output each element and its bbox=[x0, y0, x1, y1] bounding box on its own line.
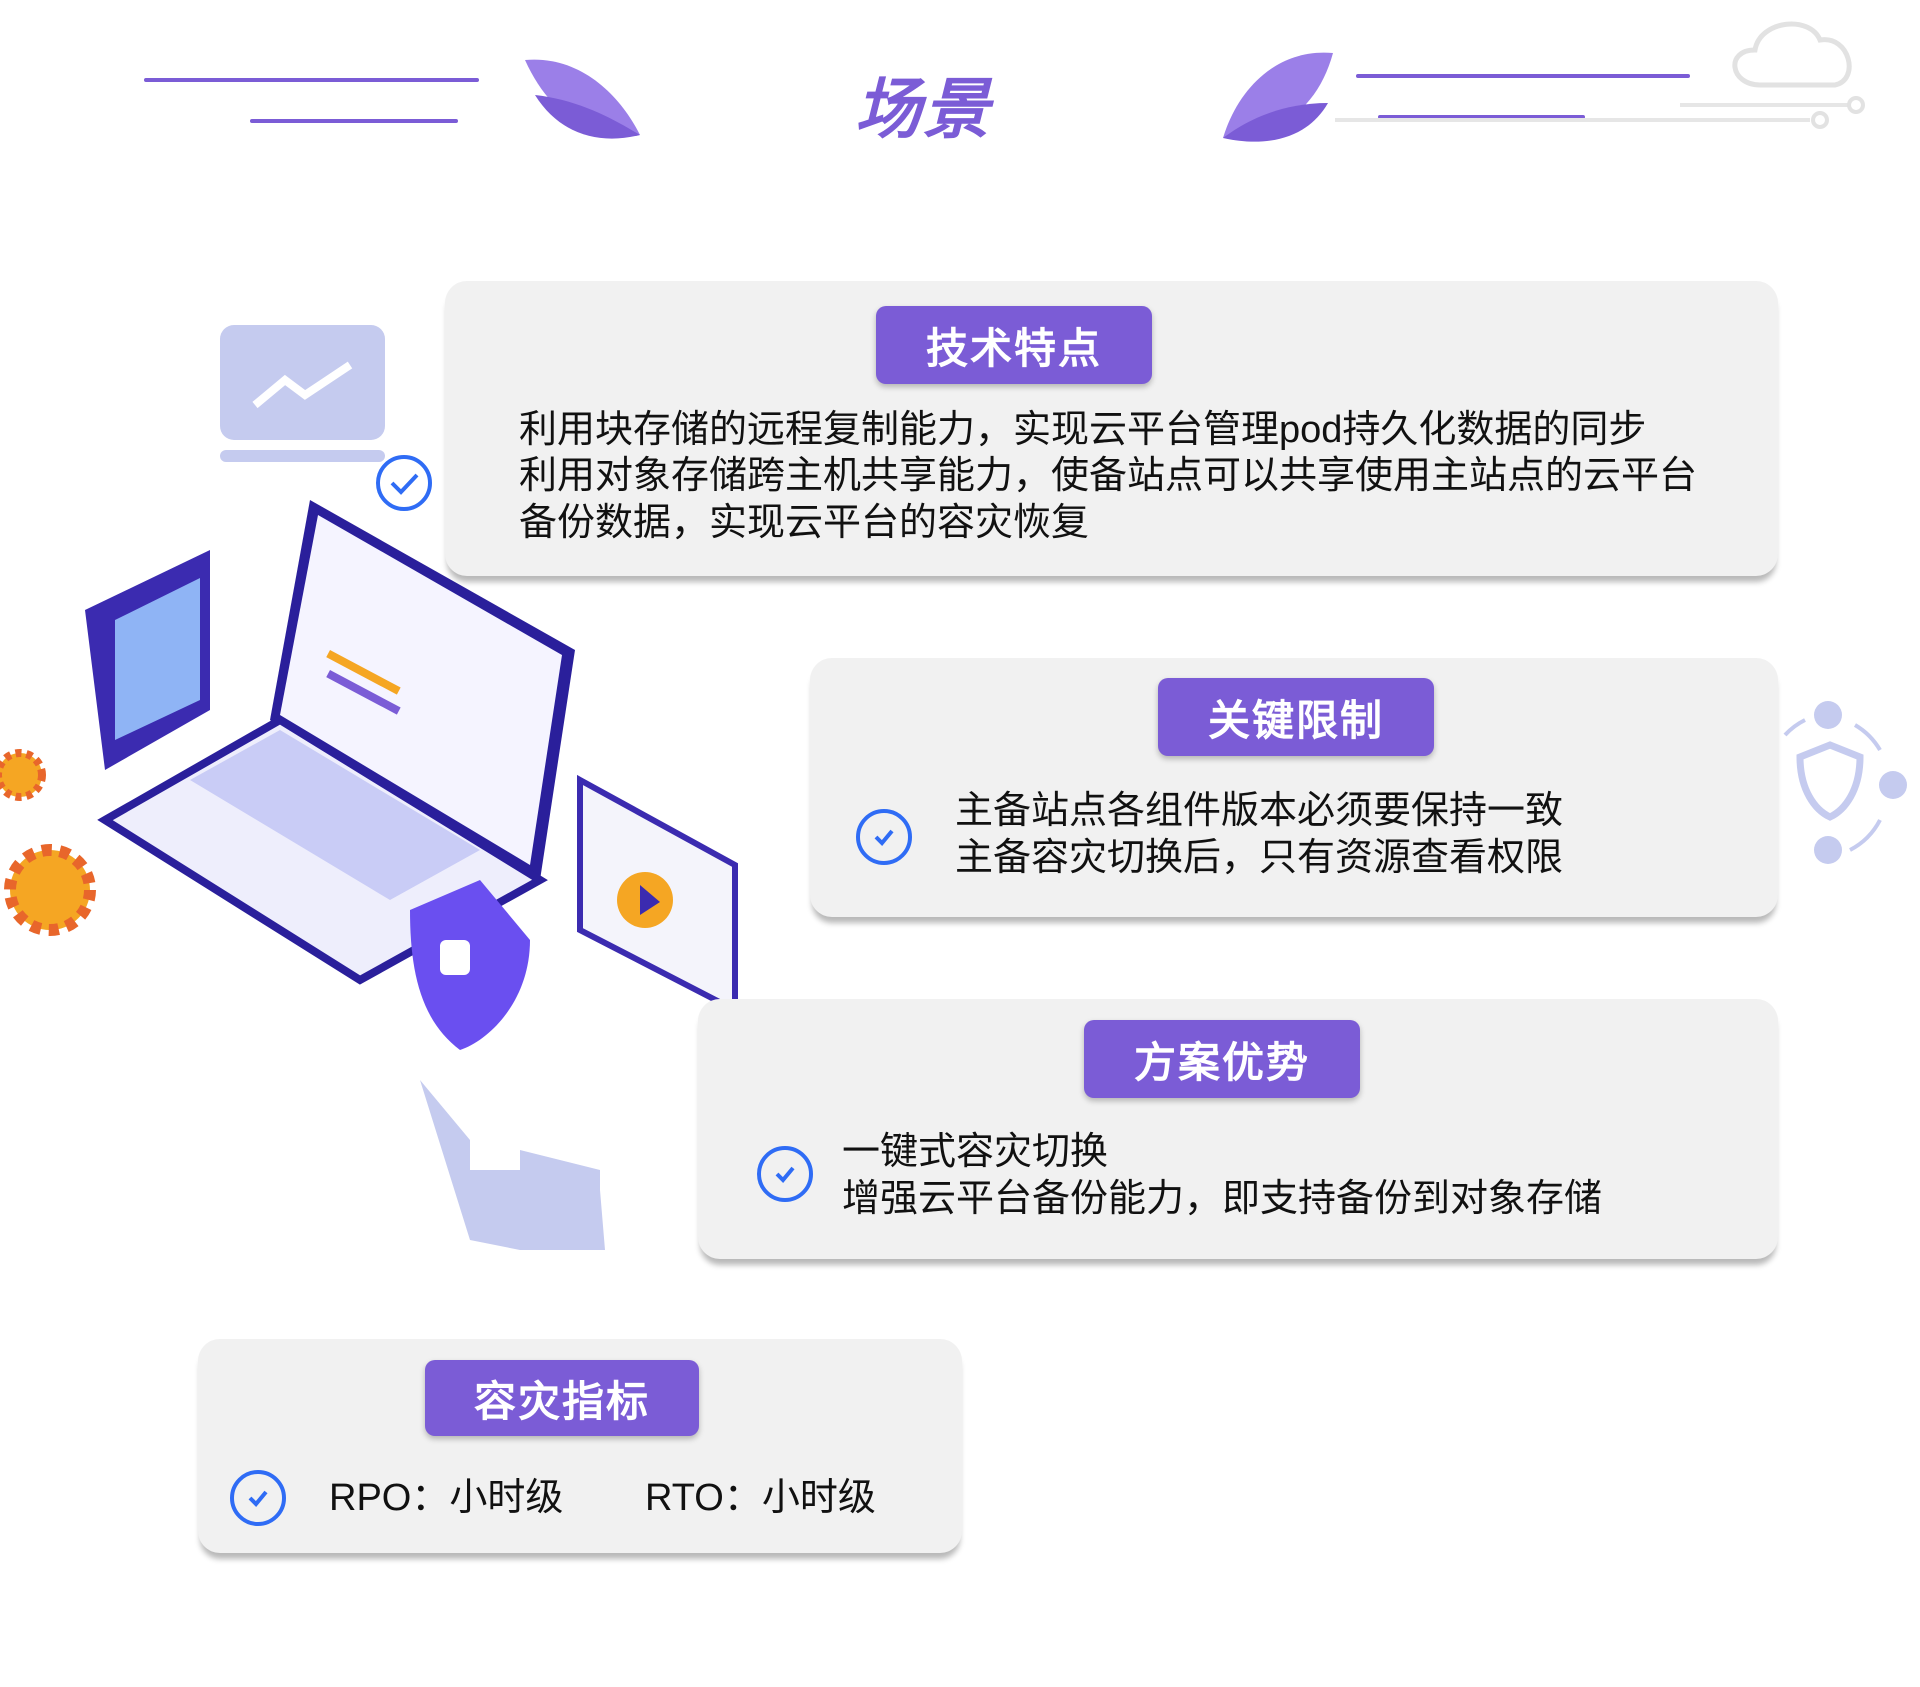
decor-line bbox=[144, 78, 479, 82]
check-circle-icon bbox=[856, 809, 912, 865]
rto-metric: RTO：小时级 bbox=[645, 1475, 876, 1522]
rpo-value: 小时级 bbox=[449, 1477, 564, 1519]
check-circle-icon bbox=[230, 1470, 286, 1526]
decor-line bbox=[250, 119, 458, 123]
dr-metrics-badge: 容灾指标 bbox=[425, 1360, 699, 1436]
leaf-icon bbox=[1223, 52, 1333, 142]
check-circle-icon bbox=[757, 1146, 813, 1202]
feature-line: 备份数据，实现云平台的容灾恢复 bbox=[519, 502, 1090, 544]
rpo-label: RPO： bbox=[329, 1477, 450, 1519]
tech-features-badge: 技术特点 bbox=[876, 306, 1152, 384]
feature-line: 利用块存储的远程复制能力，实现云平台管理pod持久化数据的同步 bbox=[519, 409, 1647, 451]
rpo-metric: RPO：小时级 bbox=[329, 1475, 563, 1522]
decor-line bbox=[1378, 115, 1585, 119]
rto-value: 小时级 bbox=[761, 1477, 876, 1519]
feature-line: 利用对象存储跨主机共享能力，使备站点可以共享使用主站点的云平台 bbox=[519, 455, 1698, 497]
key-limits-badge: 关键限制 bbox=[1158, 678, 1434, 756]
page-title: 场景 bbox=[855, 72, 991, 146]
advantages-badge: 方案优势 bbox=[1084, 1020, 1360, 1098]
shield-cycle-icon bbox=[1783, 701, 1907, 864]
decor-line bbox=[1356, 74, 1690, 78]
advantage-line: 一键式容灾切换 bbox=[842, 1131, 1109, 1173]
laptop-illustration bbox=[0, 325, 738, 1250]
leaf-icon bbox=[525, 59, 640, 139]
check-circle-icon bbox=[376, 455, 432, 511]
advantage-line: 增强云平台备份能力，即支持备份到对象存储 bbox=[842, 1178, 1603, 1220]
limit-line: 主备容灾切换后，只有资源查看权限 bbox=[955, 837, 1564, 879]
cloud-network-icon bbox=[1335, 21, 1865, 129]
rto-label: RTO： bbox=[645, 1477, 762, 1519]
limit-line: 主备站点各组件版本必须要保持一致 bbox=[955, 790, 1564, 832]
